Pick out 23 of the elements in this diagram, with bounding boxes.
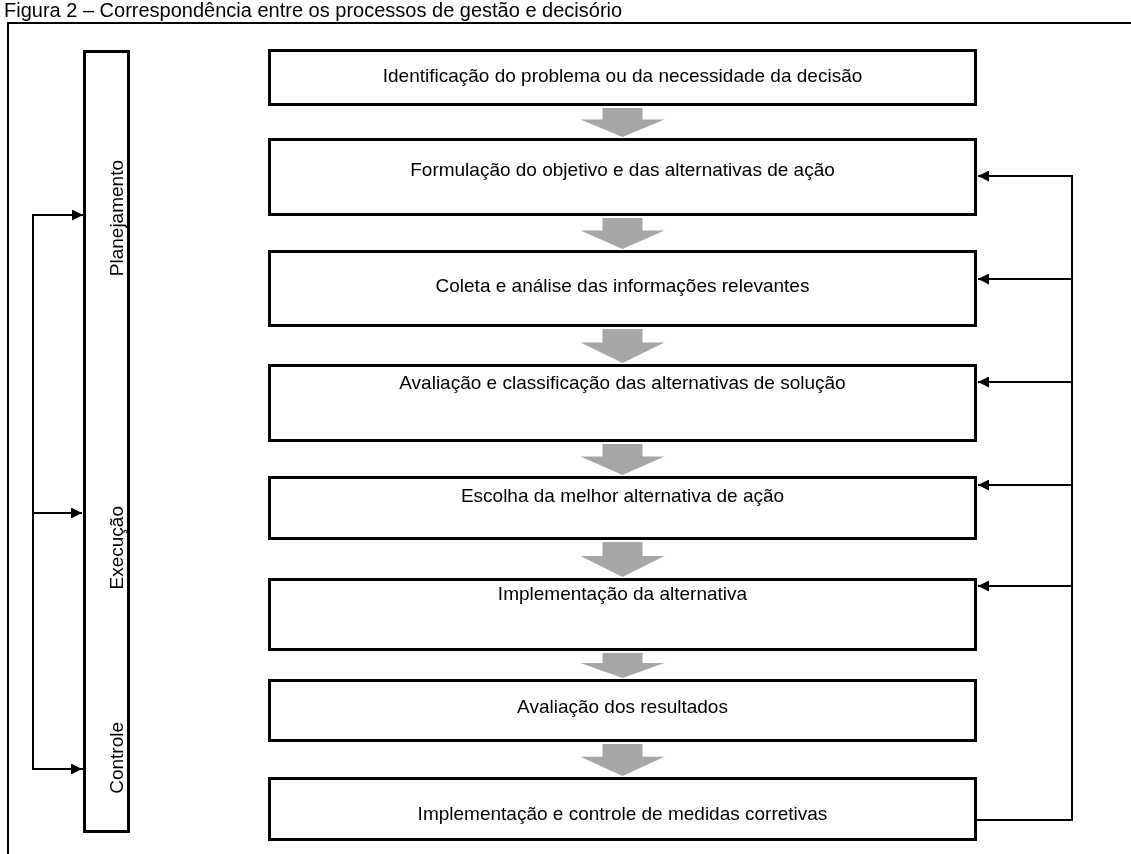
process-box: Avaliação dos resultados: [268, 679, 977, 742]
block-arrow: [580, 444, 665, 475]
process-box: Avaliação e classificação das alternativas de solução: [268, 364, 977, 442]
phase-label: Execução: [83, 473, 130, 623]
block-arrow: [580, 329, 665, 363]
arrow: [32, 507, 84, 770]
figure-title: Figura 2 – Correspondência entre os processos de gestão e decisório: [4, 0, 623, 21]
process-box: Formulação do objetivo e das alternativas de ação: [268, 138, 977, 216]
phase-label: Planejamento: [83, 143, 130, 293]
arrow: [976, 580, 1073, 821]
process-box: Implementação e controle de medidas corretivas: [268, 777, 977, 841]
arrow: [32, 209, 84, 775]
block-arrow: [580, 218, 665, 249]
block-arrow: [580, 542, 665, 577]
phase-label: Controle: [83, 683, 130, 833]
process-box: Coleta e análise das informações relevantes: [268, 250, 977, 327]
phase-band: [83, 50, 130, 833]
process-box: Escolha da melhor alternativa de ação: [268, 476, 977, 540]
process-box: Identificação do problema ou da necessidade da decisão: [268, 49, 977, 106]
process-box: Implementação da alternativa: [268, 578, 977, 651]
block-arrow: [580, 108, 665, 137]
block-arrow: [580, 744, 665, 776]
block-arrow: [580, 653, 665, 678]
